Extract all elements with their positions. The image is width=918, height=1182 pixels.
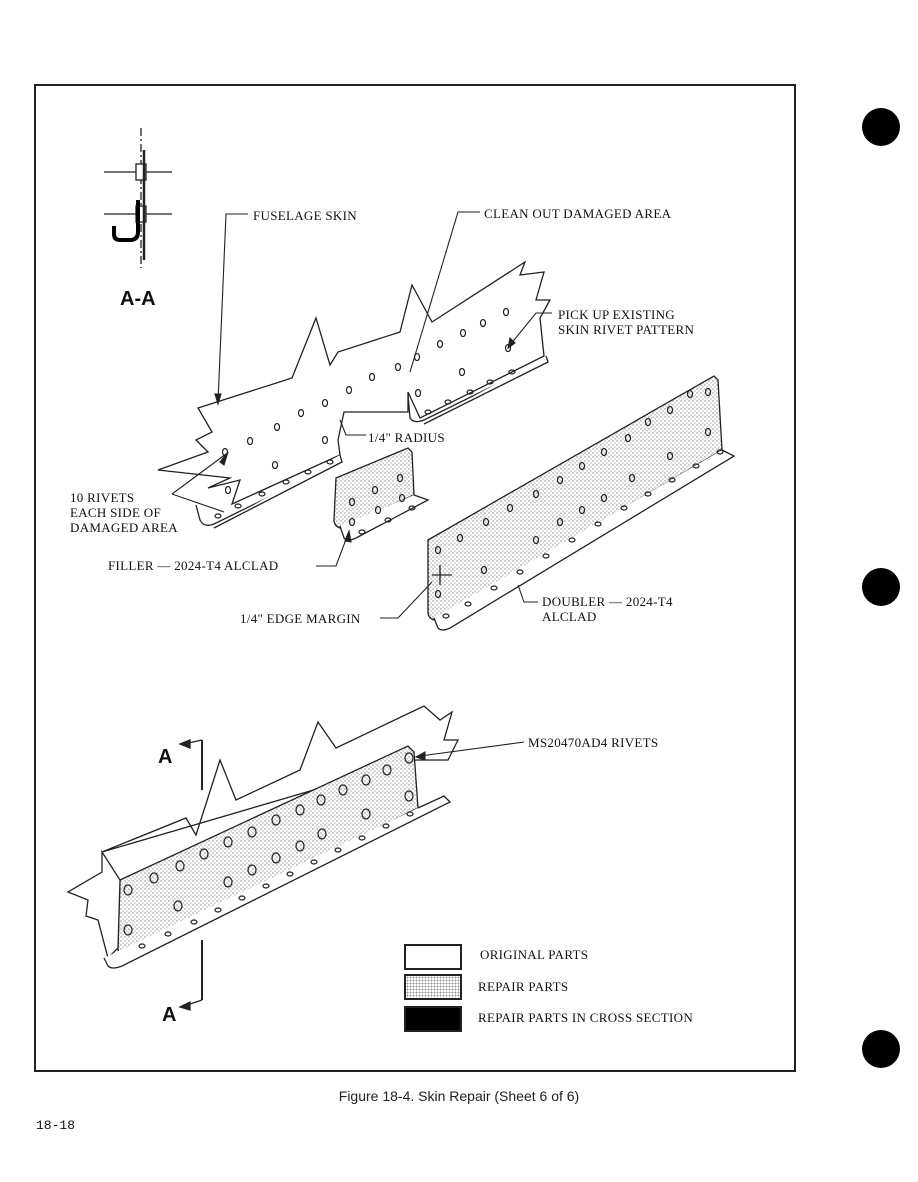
section-mark-top: A	[158, 746, 173, 768]
section-mark-bottom: A	[162, 1004, 177, 1026]
filler-part	[333, 447, 430, 541]
label-edge-margin: 1/4" EDGE MARGIN	[240, 611, 361, 626]
existing-rivets	[214, 307, 516, 519]
assembled-repair	[66, 705, 460, 969]
legend-swatch-original	[404, 944, 462, 970]
label-filler: FILLER — 2024-T4 ALCLAD	[108, 558, 279, 573]
label-rivets-3: DAMAGED AREA	[70, 520, 178, 535]
label-doubler-1: DOUBLER — 2024-T4	[542, 594, 673, 609]
section-a-a-detail	[104, 128, 172, 268]
legend-label-repair: REPAIR PARTS	[478, 979, 569, 994]
punch-hole-bottom	[862, 1030, 900, 1068]
label-rivets-1: 10 RIVETS	[70, 490, 135, 505]
section-title: A-A	[120, 288, 156, 310]
label-doubler-2: ALCLAD	[542, 609, 597, 624]
legend-swatch-cross-section	[404, 1006, 462, 1032]
leader-lines	[171, 211, 552, 761]
label-fuselage-skin: FUSELAGE SKIN	[253, 208, 357, 223]
label-pick-up-1: PICK UP EXISTING	[558, 307, 675, 322]
label-radius: 1/4" RADIUS	[368, 430, 445, 445]
label-pick-up-2: SKIN RIVET PATTERN	[558, 322, 695, 337]
legend-label-cross-section: REPAIR PARTS IN CROSS SECTION	[478, 1010, 694, 1025]
doubler-part	[427, 375, 736, 631]
punch-hole-top	[862, 108, 900, 146]
label-ms-rivets: MS20470AD4 RIVETS	[528, 735, 659, 750]
label-rivets-2: EACH SIDE OF	[70, 505, 161, 520]
page-number: 18-18	[36, 1118, 76, 1133]
punch-hole-middle	[862, 568, 900, 606]
legend-label-original: ORIGINAL PARTS	[480, 947, 589, 962]
section-cut-line	[178, 739, 203, 1011]
figure-frame	[34, 84, 796, 1072]
label-clean-out: CLEAN OUT DAMAGED AREA	[484, 206, 672, 221]
figure-caption: Figure 18-4. Skin Repair (Sheet 6 of 6)	[338, 1088, 580, 1104]
legend-swatch-repair	[404, 974, 462, 1000]
